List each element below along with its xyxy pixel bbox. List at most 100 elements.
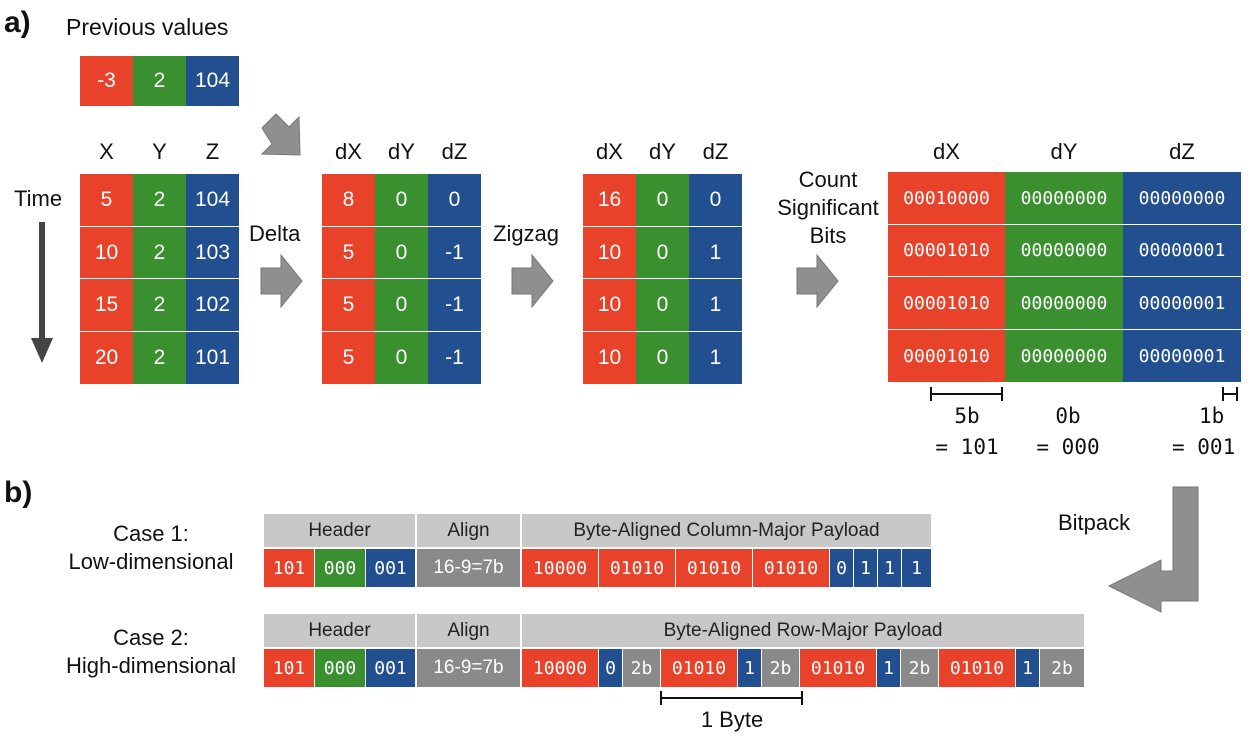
table-cell: 1 [689, 332, 742, 384]
z-header: Z [205, 139, 220, 164]
previous-to-delta-arrow [260, 113, 301, 156]
case1-payload-cell: 1 [902, 549, 931, 587]
table-cell: 101 [186, 332, 239, 384]
xyz-table: 5 2 104 10 2 103 15 2 102 20 2 101 [80, 174, 239, 384]
bits-dx-header: dX [933, 139, 960, 164]
case2-header-code-y: 000 [315, 649, 365, 687]
table-cell: 5 [322, 332, 375, 384]
bits-dz-header: dZ [1169, 139, 1195, 164]
case2-header-code-z: 001 [366, 649, 415, 687]
table-cell: 5 [80, 174, 133, 226]
delta-dx-header: dX [335, 139, 362, 164]
bitpack-arrow [1107, 486, 1199, 613]
case1-payload-cell: 01010 [599, 549, 675, 587]
zigzag-arrow [511, 253, 554, 309]
case1-payload-cell: 1 [878, 549, 901, 587]
table-cell: 00000000 [1005, 277, 1123, 329]
table-cell: 10 [583, 279, 636, 331]
table-cell: 0 [375, 174, 428, 226]
case2-header-label: Header [264, 614, 415, 647]
bitpack-label: Bitpack [1058, 510, 1131, 535]
case2-align-cell: 16-9=7b [417, 649, 520, 687]
table-cell: 15 [80, 279, 133, 331]
dz-bit-code: = 001 [1172, 435, 1236, 459]
table-cell: 10 [80, 227, 133, 278]
table-cell: 2 [133, 279, 186, 331]
table-cell: 00001010 [888, 277, 1005, 329]
delta-dy-header: dY [388, 139, 415, 164]
case1-payload-cell: 01010 [753, 549, 829, 587]
count-bits-line-3: Bits [809, 223, 847, 248]
case2-payload-label: Byte-Aligned Row-Major Payload [522, 614, 1084, 647]
table-cell: 2 [133, 332, 186, 384]
case1-payload-cell: 0 [830, 549, 853, 587]
case1-title-line-1: Case 1: [113, 521, 189, 546]
table-cell: 00001010 [888, 330, 1005, 382]
count-bits-step-label: Count Significant Bits [776, 166, 880, 250]
table-cell: 10 [583, 227, 636, 278]
case1-title: Case 1: Low-dimensional [40, 520, 262, 576]
bits-arrow [796, 253, 839, 309]
table-cell: 2 [133, 174, 186, 226]
previous-y-cell: 2 [133, 56, 186, 106]
table-cell: -1 [428, 227, 481, 278]
count-bits-line-1: Count [798, 167, 858, 192]
zigzag-step-label: Zigzag [493, 221, 560, 246]
table-cell: 8 [322, 174, 375, 226]
case2-header-code-x: 101 [264, 649, 314, 687]
case2-payload-cell: 01010 [939, 649, 1015, 687]
dx-bit-count: 5b [954, 404, 980, 428]
previous-values-title: Previous values [66, 14, 229, 40]
table-cell: 00000000 [1005, 225, 1123, 276]
table-cell: 0 [636, 279, 689, 331]
table-cell: 2 [133, 227, 186, 278]
time-arrow-head [31, 338, 53, 363]
count-bits-line-2: Significant [777, 195, 879, 220]
case2-payload-cell: 01010 [800, 649, 876, 687]
case1-payload-cell: 01010 [676, 549, 752, 587]
delta-step-label: Delta [249, 221, 301, 246]
dz-bit-count: 1b [1199, 404, 1225, 428]
zigzag-dz-header: dZ [702, 139, 729, 164]
table-cell: 00000001 [1123, 330, 1241, 382]
case1-payload-cell: 1 [854, 549, 877, 587]
case2-payload-cell: 2b [623, 649, 660, 687]
table-cell: 00000000 [1005, 172, 1123, 224]
table-cell: 0 [375, 227, 428, 278]
case2-payload-cell: 01010 [661, 649, 737, 687]
table-cell: 5 [322, 279, 375, 331]
table-cell: 00000000 [1123, 172, 1241, 224]
case1-header-code-x: 101 [264, 549, 314, 587]
case2-title-line-1: Case 2: [113, 625, 189, 650]
table-cell: 00000001 [1123, 277, 1241, 329]
bits-table: 00010000 00000000 00000000 00001010 0000… [888, 172, 1241, 382]
delta-dz-header: dZ [441, 139, 468, 164]
case1-align-label: Align [417, 514, 520, 547]
table-cell: 10 [583, 332, 636, 384]
table-cell: 0 [636, 332, 689, 384]
previous-x-cell: -3 [80, 56, 133, 106]
table-cell: -1 [428, 279, 481, 331]
case2-payload-cell: 1 [1016, 649, 1039, 687]
case2-payload-cell: 2b [1040, 649, 1084, 687]
case1-payload-cell: 10000 [522, 549, 598, 587]
table-cell: 0 [375, 332, 428, 384]
case2-payload-cell: 1 [738, 649, 761, 687]
case1-align-cell: 16-9=7b [417, 549, 520, 587]
table-cell: 0 [689, 174, 742, 226]
table-cell: 00000000 [1005, 330, 1123, 382]
table-cell: 0 [375, 279, 428, 331]
zigzag-dx-header: dX [596, 139, 623, 164]
zigzag-dy-header: dY [649, 139, 676, 164]
bits-dy-header: dY [1050, 139, 1078, 164]
case2-payload-cell: 2b [762, 649, 799, 687]
panel-a-label: a) [4, 6, 31, 39]
table-cell: 00001010 [888, 225, 1005, 276]
x-header: X [99, 139, 114, 164]
table-cell: 00000001 [1123, 225, 1241, 276]
case1-title-line-2: Low-dimensional [68, 549, 234, 574]
table-cell: 00010000 [888, 172, 1005, 224]
table-cell: 104 [186, 174, 239, 226]
dy-bit-code: = 000 [1036, 435, 1100, 459]
